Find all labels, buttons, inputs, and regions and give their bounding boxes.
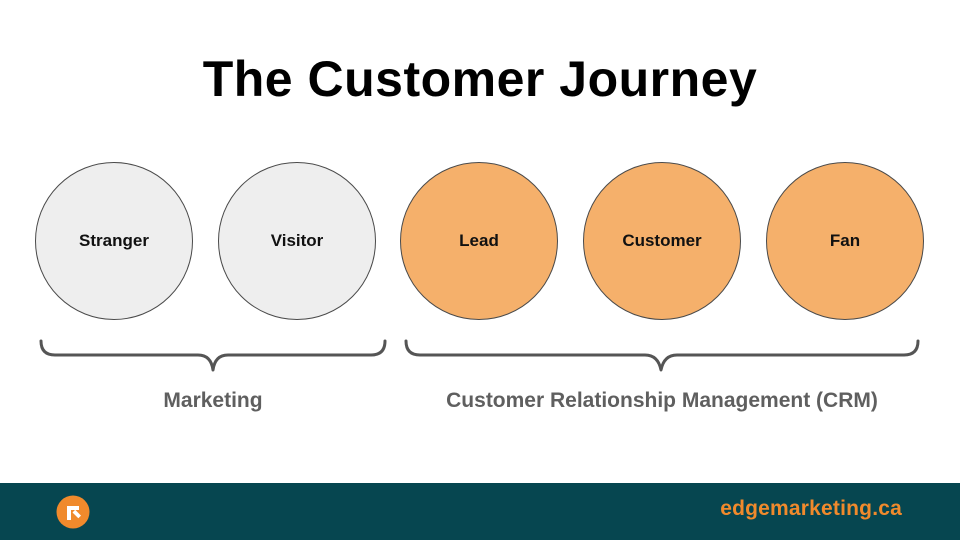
stage-lead: Lead [400, 162, 558, 320]
marketing-brace [39, 339, 387, 372]
group-braces [39, 339, 920, 372]
group-label-marketing: Marketing [163, 389, 263, 412]
group-label-crm: Customer Relationship Management (CRM) [446, 389, 878, 412]
stage-label: Lead [459, 231, 499, 250]
stage-fan: Fan [766, 162, 924, 320]
page-title: The Customer Journey [202, 51, 758, 107]
edge-marketing-logo-icon [56, 495, 90, 529]
footer-bar: edgemarketing.ca [0, 483, 960, 540]
crm-brace [404, 339, 920, 372]
footer-domain[interactable]: edgemarketing.ca [720, 497, 902, 520]
stage-label: Fan [829, 231, 861, 250]
stage-customer: Customer [583, 162, 741, 320]
stage-label: Stranger [79, 231, 149, 250]
stage-label: Visitor [270, 231, 324, 250]
stage-stranger: Stranger [35, 162, 193, 320]
stage-visitor: Visitor [218, 162, 376, 320]
stage-label: Customer [622, 231, 702, 250]
